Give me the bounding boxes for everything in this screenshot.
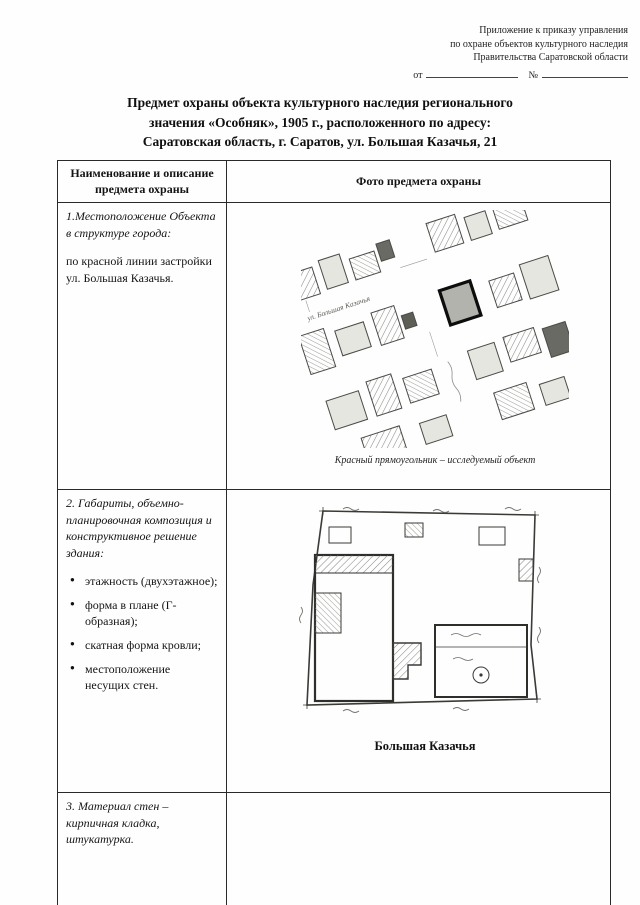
location-item-body: по красной линии застройки ул. Большая К…: [66, 254, 212, 285]
title-line-3: Саратовская область, г. Саратов, ул. Бол…: [142, 134, 498, 150]
column-header-photo: Фото предмета охраны: [226, 159, 611, 204]
bullet-item: этажность (двухэтажное);: [70, 573, 218, 590]
bullet-item: местоположение несущих стен.: [70, 661, 218, 694]
city-map-figure: ул. Большая Казачья Красный прямоугольни…: [301, 210, 569, 466]
title-line-2: значения «Особняк», 1905 г., расположенн…: [149, 114, 491, 130]
number-blank-field: [542, 68, 628, 78]
street-label: ул. Большая Казачья: [305, 294, 371, 323]
corner-line-2: по охране объектов культурного наследия: [450, 38, 628, 50]
material-item-title: 3. Материал стен – кирпичная кладка, шту…: [66, 799, 169, 847]
material-description-cell: 3. Материал стен – кирпичная кладка, шту…: [57, 792, 227, 905]
bullet-item: форма в плане (Г-образная);: [70, 597, 218, 630]
title-line-1: Предмет охраны объекта культурного насле…: [127, 95, 513, 110]
bullet-item: скатная форма кровли;: [70, 637, 218, 654]
plan-caption: Большая Казачья: [374, 739, 476, 754]
corner-line-1: Приложение к приказу управления: [479, 25, 628, 36]
dimensions-bullet-list: этажность (двухэтажное); форма в плане (…: [70, 573, 218, 693]
city-map-drawing: ул. Большая Казачья: [301, 210, 569, 449]
from-label: от: [413, 69, 423, 81]
column-header-name: Наименование и описание предмета охраны: [57, 159, 227, 204]
location-photo-cell: ул. Большая Казачья Красный прямоугольни…: [226, 202, 611, 491]
number-label: №: [528, 69, 538, 81]
object-highlight-rect: [437, 279, 483, 328]
table-row-material: 3. Материал стен – кирпичная кладка, шту…: [57, 792, 611, 905]
table-header-row: Наименование и описание предмета охраны …: [57, 159, 611, 204]
material-photo-cell: [226, 792, 611, 905]
site-plan-drawing: [299, 507, 541, 714]
date-blank-field: [426, 68, 519, 78]
dimensions-description-cell: 2. Габариты, объемно-планировочная компо…: [57, 489, 227, 794]
corner-line-3: Правительства Саратовской области: [473, 52, 628, 63]
protection-subject-table: Наименование и описание предмета охраны …: [57, 159, 611, 905]
site-plan-figure: Большая Казачья: [283, 497, 567, 754]
table-row-location: 1.Местоположение Объекта в структуре гор…: [57, 202, 611, 491]
dimensions-item-title: 2. Габариты, объемно-планировочная компо…: [66, 496, 212, 560]
document-title: Предмет охраны объекта культурного насле…: [40, 93, 600, 152]
table-row-dimensions: 2. Габариты, объемно-планировочная компо…: [57, 489, 611, 794]
corner-annotation: Приложение к приказу управления по охран…: [413, 24, 628, 82]
location-item-title: 1.Местоположение Объекта в структуре гор…: [66, 209, 216, 240]
order-date-number-line: от №: [413, 68, 628, 83]
dimensions-photo-cell: Большая Казачья: [226, 489, 611, 794]
location-description-cell: 1.Местоположение Объекта в структуре гор…: [57, 202, 227, 491]
map-caption: Красный прямоугольник – исследуемый объе…: [334, 455, 536, 467]
